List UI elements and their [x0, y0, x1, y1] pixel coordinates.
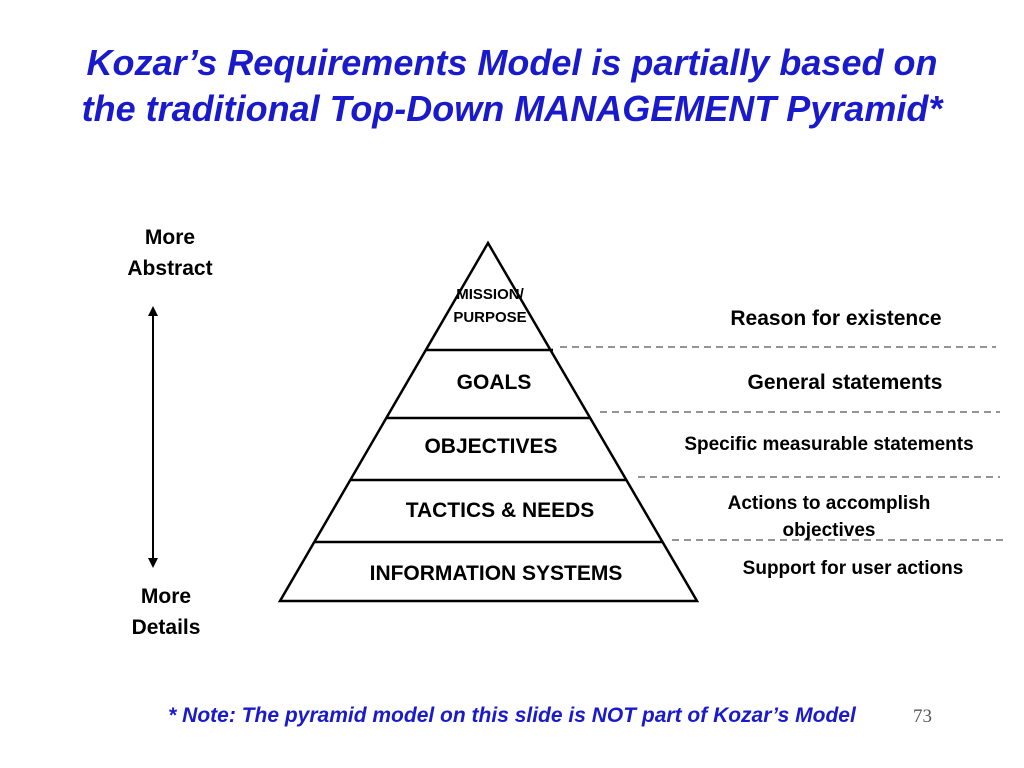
desc-goals: General statements — [747, 371, 943, 394]
layer-mission-line-2: PURPOSE — [453, 309, 527, 326]
layer-mission-purpose: MISSION/ PURPOSE — [418, 283, 562, 329]
more-details-label: More Details — [106, 581, 226, 643]
footnote: * Note: The pyramid model on this slide … — [168, 704, 856, 727]
more-abstract-line-2: Abstract — [127, 257, 213, 280]
desc-mission: Reason for existence — [730, 307, 942, 330]
slide-title-line-2: the traditional Top-Down MANAGEMENT Pyra… — [81, 88, 943, 129]
desc-objectives: Specific measurable statements — [684, 434, 974, 455]
slide-title-line-1: Kozar’s Requirements Model is partially … — [86, 42, 938, 83]
pyramid-outline — [277, 240, 700, 603]
layer-goals: GOALS — [456, 371, 532, 394]
layer-objectives: OBJECTIVES — [424, 435, 558, 458]
more-details-line-1: More — [140, 585, 192, 608]
page-number: 73 — [913, 706, 932, 727]
more-abstract-label: More Abstract — [110, 222, 230, 284]
desc-tactics: Actions to accomplish objectives — [679, 490, 979, 544]
layer-mission-line-1: MISSION/ — [456, 286, 524, 303]
layer-information-systems: INFORMATION SYSTEMS — [369, 562, 623, 585]
desc-tactics-line-2: objectives — [782, 520, 876, 541]
more-abstract-line-1: More — [144, 226, 196, 249]
desc-info-systems: Support for user actions — [742, 558, 964, 579]
slide-title: Kozar’s Requirements Model is partially … — [0, 40, 1024, 132]
more-details-line-2: Details — [131, 616, 201, 639]
desc-tactics-line-1: Actions to accomplish — [727, 493, 931, 514]
layer-tactics-needs: TACTICS & NEEDS — [405, 499, 595, 522]
